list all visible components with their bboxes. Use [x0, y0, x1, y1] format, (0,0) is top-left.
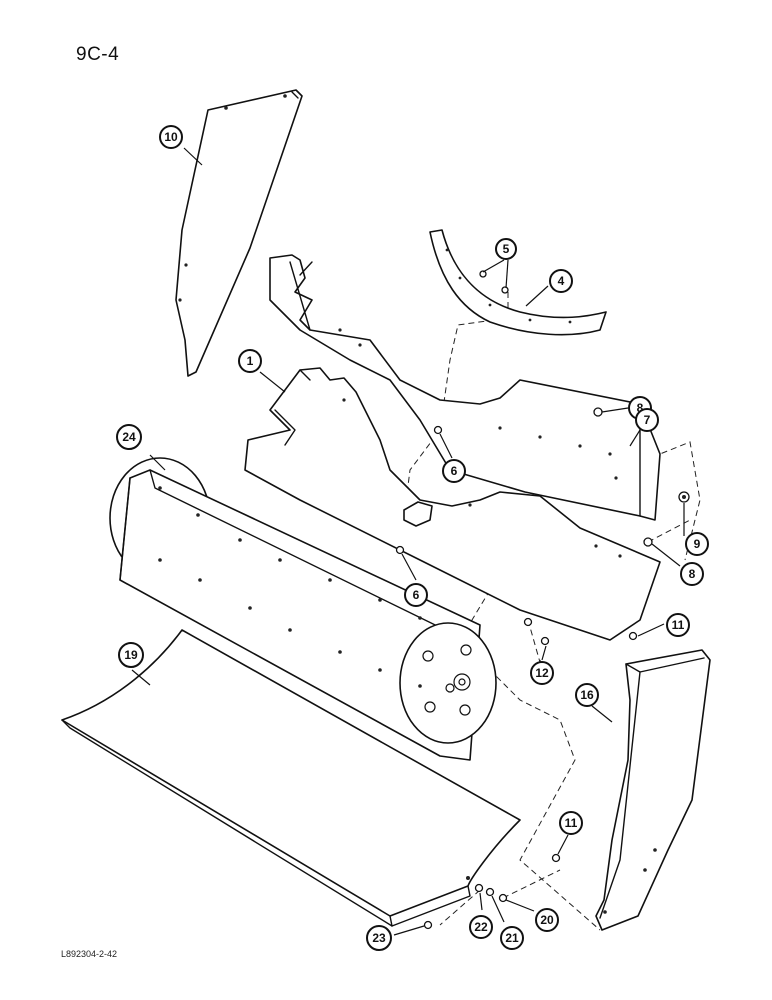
svg-text:16: 16 — [580, 688, 594, 702]
washer-21 — [485, 887, 495, 897]
nut-12b — [540, 636, 550, 646]
nut-12a — [523, 617, 533, 627]
callout-24: 24 — [116, 424, 142, 450]
callout-1: 1 — [238, 349, 262, 373]
svg-text:6: 6 — [451, 464, 458, 478]
svg-text:23: 23 — [372, 931, 386, 945]
bolt-5b — [501, 286, 509, 294]
svg-text:20: 20 — [540, 913, 554, 927]
part-16-side-plate — [595, 649, 711, 931]
bolt-5a — [479, 270, 487, 278]
callout-19: 19 — [118, 642, 144, 668]
callout-16: 16 — [575, 683, 599, 707]
svg-text:9: 9 — [694, 537, 701, 551]
svg-text:8: 8 — [637, 401, 644, 415]
svg-text:21: 21 — [505, 931, 519, 945]
part-19-curved-tray — [61, 629, 521, 927]
washer-22 — [474, 883, 484, 893]
callout-22: 22 — [469, 915, 493, 939]
part-10-side-panel — [175, 89, 303, 377]
callout-9: 9 — [685, 532, 709, 556]
page-title: 9C-4 — [76, 44, 120, 65]
svg-text:19: 19 — [124, 648, 138, 662]
bolt-20 — [498, 893, 508, 903]
svg-text:11: 11 — [565, 816, 578, 830]
callout-5: 5 — [495, 238, 517, 260]
nut-6b — [395, 545, 405, 555]
callout-6a: 6 — [442, 459, 466, 483]
part-4-curved-strip — [429, 229, 607, 336]
svg-text:6: 6 — [413, 588, 420, 602]
callout-21: 21 — [500, 926, 524, 950]
callout-10: 10 — [159, 125, 183, 149]
part-1-lower-channel — [244, 367, 661, 641]
callout-12: 12 — [530, 661, 554, 685]
callout-11b: 11 — [559, 811, 583, 835]
callout-4: 4 — [549, 269, 573, 293]
svg-text:24: 24 — [122, 430, 136, 444]
svg-text:7: 7 — [644, 413, 651, 427]
callout-20: 20 — [535, 908, 559, 932]
callout-7: 7 — [635, 408, 659, 432]
callouts: 10 5 4 1 8 7 6 — [116, 125, 709, 951]
bolt-8a — [593, 407, 603, 417]
callout-8b: 8 — [680, 562, 704, 586]
svg-text:22: 22 — [474, 920, 488, 934]
nut-6a — [433, 425, 443, 435]
bolt-11a — [628, 631, 638, 641]
svg-text:8: 8 — [689, 567, 696, 581]
svg-text:10: 10 — [164, 130, 178, 144]
leader-lines — [131, 147, 685, 936]
callout-23: 23 — [366, 925, 392, 951]
svg-text:12: 12 — [535, 666, 549, 680]
svg-text:11: 11 — [672, 618, 685, 632]
callout-6b: 6 — [404, 583, 428, 607]
figure-reference-number: L892304-2-42 — [61, 949, 118, 959]
svg-text:5: 5 — [503, 242, 510, 256]
bolt-11b — [551, 853, 561, 863]
part-7-upper-channel — [269, 254, 661, 521]
svg-text:1: 1 — [247, 354, 254, 368]
svg-text:4: 4 — [558, 274, 565, 288]
hardware — [395, 270, 690, 930]
part-24-drum — [109, 457, 497, 761]
nut-23 — [423, 920, 433, 930]
bolt-8b — [643, 537, 653, 547]
callout-11a: 11 — [666, 613, 690, 637]
